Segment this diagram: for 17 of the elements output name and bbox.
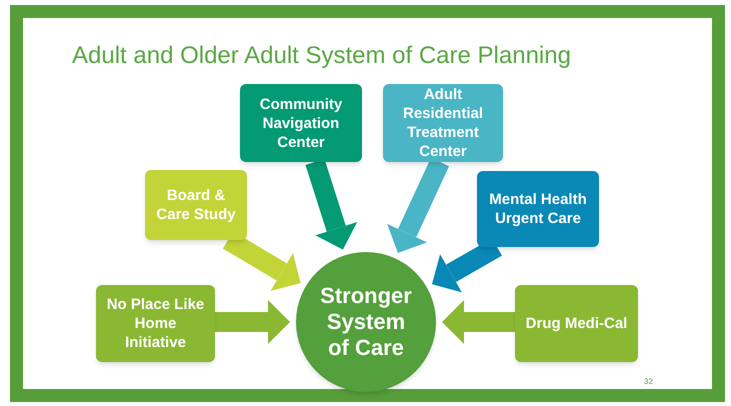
node-label: No Place Like Home Initiative <box>106 295 206 352</box>
node-label: Community Navigation Center <box>258 94 344 152</box>
program-box <box>96 285 215 362</box>
block-arrow <box>442 300 515 344</box>
program-box <box>515 285 638 362</box>
program-box <box>240 84 362 162</box>
program-box <box>145 170 247 240</box>
node-label: Drug Medi-Cal <box>526 314 628 333</box>
title: Adult and Older Adult System of Care Planning <box>72 41 571 71</box>
program-box <box>383 84 503 162</box>
node-label: Stronger System of Care <box>320 283 412 361</box>
program-box <box>477 171 599 247</box>
node-label: Adult Residential Treatment Center <box>402 85 484 161</box>
node-label: Mental Health Urgent Care <box>488 190 588 228</box>
node-label: Board & Care Study <box>155 186 237 224</box>
block-arrow <box>215 300 290 344</box>
page-number: 32 <box>644 376 653 388</box>
